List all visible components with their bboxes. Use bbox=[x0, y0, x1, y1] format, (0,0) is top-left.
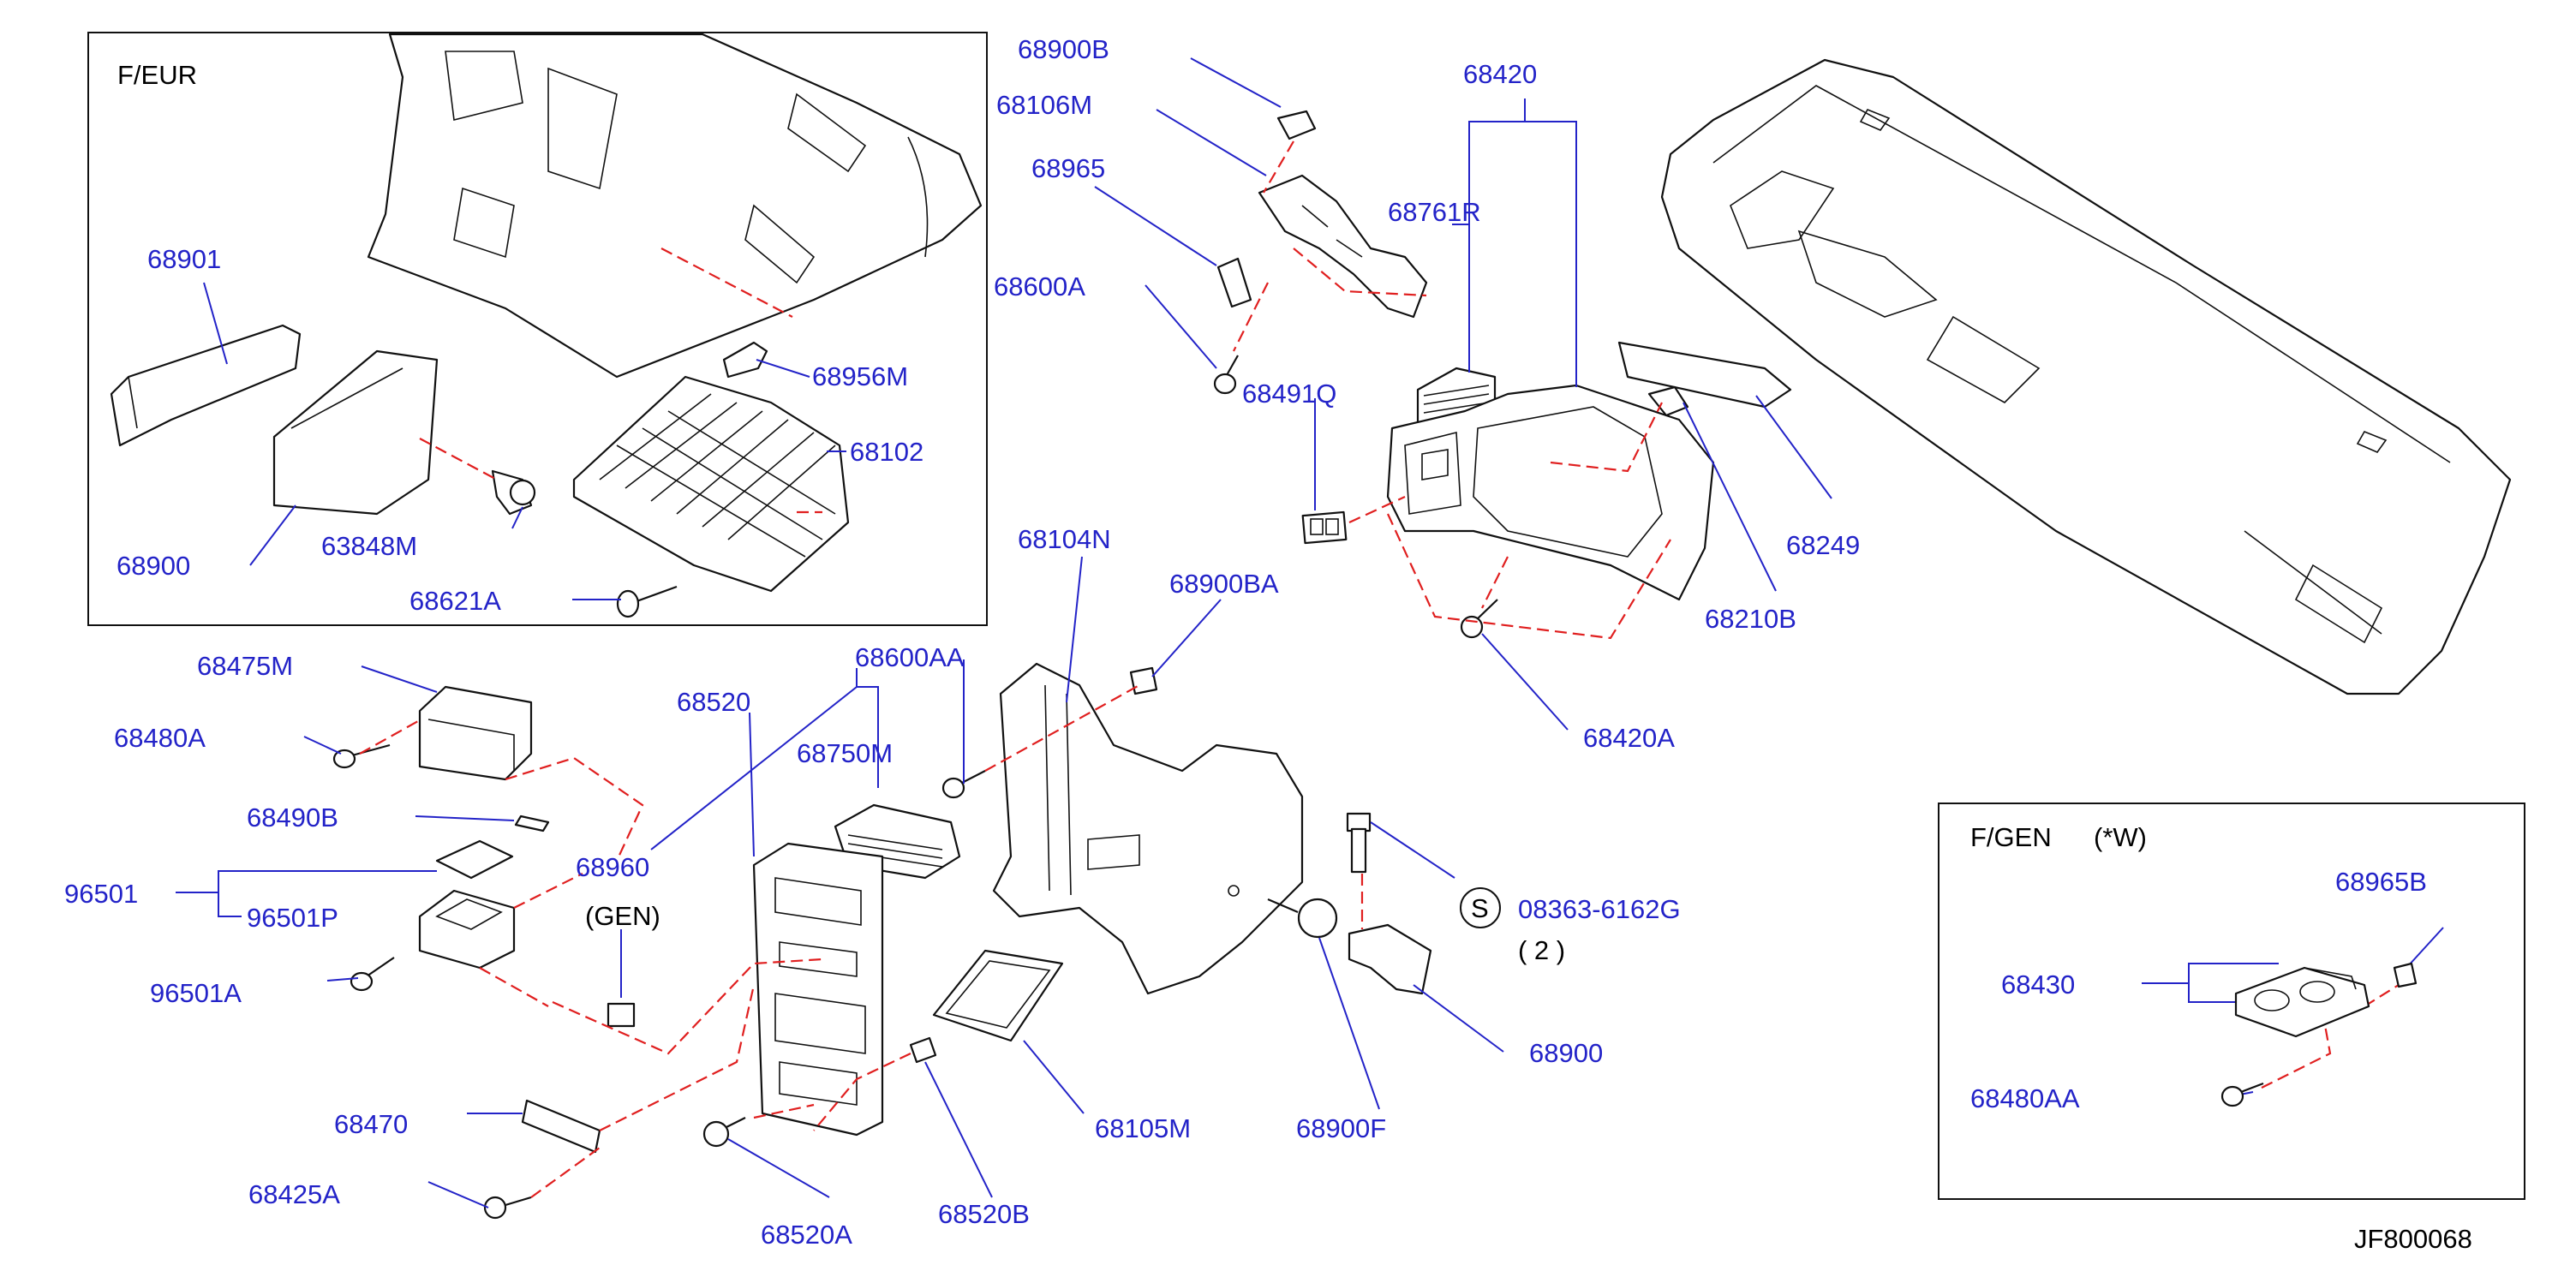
label-68965: 68965 bbox=[1031, 153, 1105, 183]
dash-section-eur bbox=[367, 33, 983, 379]
label-68425A: 68425A bbox=[248, 1179, 340, 1209]
screw-68520A bbox=[702, 1117, 746, 1148]
label-68600A: 68600A bbox=[994, 272, 1085, 301]
clip-63848M bbox=[491, 469, 536, 516]
inset-gen-variant: (*W) bbox=[2094, 822, 2147, 852]
label-68490B: 68490B bbox=[247, 803, 338, 832]
label-68956M: 68956M bbox=[812, 361, 908, 391]
label-68249: 68249 bbox=[1786, 530, 1860, 560]
label-96501P: 96501P bbox=[247, 903, 338, 933]
label-68520A: 68520A bbox=[761, 1220, 852, 1250]
bracket-68956M bbox=[722, 341, 768, 379]
label-68901: 68901 bbox=[147, 244, 221, 274]
label-68600AA: 68600AA bbox=[855, 642, 965, 672]
label-68105M: 68105M bbox=[1095, 1113, 1191, 1143]
grommet-68900F bbox=[1267, 898, 1338, 939]
screw-96501A bbox=[350, 957, 395, 992]
label-68520: 68520 bbox=[677, 687, 750, 717]
label-63848M: 63848M bbox=[321, 531, 417, 561]
clip-68965B bbox=[2393, 962, 2418, 988]
label-68480A: 68480A bbox=[114, 723, 206, 753]
label-68102: 68102 bbox=[850, 437, 923, 467]
label-68900-eur: 68900 bbox=[117, 551, 190, 581]
screw-68600A bbox=[1213, 355, 1239, 395]
screw-68600AA bbox=[941, 770, 986, 799]
bracket-68900 bbox=[1348, 923, 1432, 995]
cup-holder-68430 bbox=[2234, 966, 2370, 1038]
duct-68900-eur bbox=[272, 349, 439, 516]
bolt-08363 bbox=[1346, 812, 1372, 874]
label-96501A: 96501A bbox=[150, 978, 242, 1008]
inset-eur-title: F/EUR bbox=[117, 60, 197, 90]
bracket-68106M bbox=[1258, 174, 1428, 319]
label-68900BA: 68900BA bbox=[1169, 569, 1279, 599]
label-68900: 68900 bbox=[1529, 1038, 1603, 1068]
label-68900B: 68900B bbox=[1018, 34, 1109, 64]
side-bracket-68901 bbox=[110, 324, 302, 447]
label-68750M: 68750M bbox=[797, 738, 893, 768]
bolt-symbol: S bbox=[1471, 893, 1489, 923]
pocket-68475M bbox=[418, 685, 533, 781]
trim-68249 bbox=[1617, 341, 1792, 409]
inset-gen-box: F/GEN (*W) bbox=[1938, 803, 2525, 1200]
label-68430: 68430 bbox=[2001, 970, 2075, 999]
label-68475M: 68475M bbox=[197, 651, 293, 681]
instrument-panel bbox=[1660, 58, 2512, 695]
screw-68420A bbox=[1460, 599, 1498, 639]
label-gen-note: (GEN) bbox=[585, 901, 660, 931]
label-68470: 68470 bbox=[334, 1109, 408, 1139]
label-68520B: 68520B bbox=[938, 1199, 1030, 1229]
inset-gen-title: F/GEN bbox=[1970, 822, 2052, 852]
switch-68491Q bbox=[1301, 510, 1348, 545]
diagram-code: JF800068 bbox=[2354, 1224, 2472, 1254]
label-96501: 96501 bbox=[64, 879, 138, 909]
label-68900F: 68900F bbox=[1296, 1113, 1386, 1143]
label-68965B: 68965B bbox=[2335, 867, 2427, 897]
label-68106M: 68106M bbox=[996, 90, 1092, 120]
label-68104N: 68104N bbox=[1018, 524, 1111, 554]
finisher-68520 bbox=[752, 842, 884, 1137]
label-68480AA: 68480AA bbox=[1970, 1083, 2080, 1113]
screw-68621A bbox=[616, 585, 678, 618]
label-68420: 68420 bbox=[1463, 59, 1537, 89]
socket-96501 bbox=[418, 839, 516, 970]
clip-68490B bbox=[514, 815, 550, 832]
label-68210B: 68210B bbox=[1705, 604, 1796, 634]
inset-eur-box: F/EUR bbox=[87, 32, 988, 626]
frame-68105M bbox=[932, 949, 1064, 1042]
tray-68102 bbox=[572, 375, 850, 593]
label-68960: 68960 bbox=[576, 852, 649, 882]
pad-68965 bbox=[1216, 257, 1252, 308]
bolt-callout: S 08363-6162G ( 2 ) bbox=[1460, 887, 1681, 965]
label-68420A: 68420A bbox=[1583, 723, 1675, 753]
screw-68480AA bbox=[2220, 1082, 2264, 1107]
clip-68520B bbox=[909, 1036, 937, 1064]
clip-68900BA bbox=[1129, 666, 1158, 695]
label-08363: 08363-6162G bbox=[1518, 894, 1681, 924]
cap-gen bbox=[607, 1002, 636, 1028]
clip-68210B bbox=[1647, 385, 1689, 417]
console-68104N bbox=[992, 662, 1304, 995]
panel-68470 bbox=[521, 1099, 601, 1154]
screw-68425A bbox=[483, 1196, 532, 1220]
screw-68480A bbox=[332, 743, 391, 769]
clip-68900B bbox=[1276, 110, 1317, 140]
meter-cluster-68420 bbox=[1386, 384, 1715, 601]
label-68621A: 68621A bbox=[409, 586, 501, 616]
label-68491Q: 68491Q bbox=[1242, 379, 1336, 409]
label-68761R: 68761R bbox=[1388, 197, 1481, 227]
bolt-qty: ( 2 ) bbox=[1518, 935, 1565, 965]
